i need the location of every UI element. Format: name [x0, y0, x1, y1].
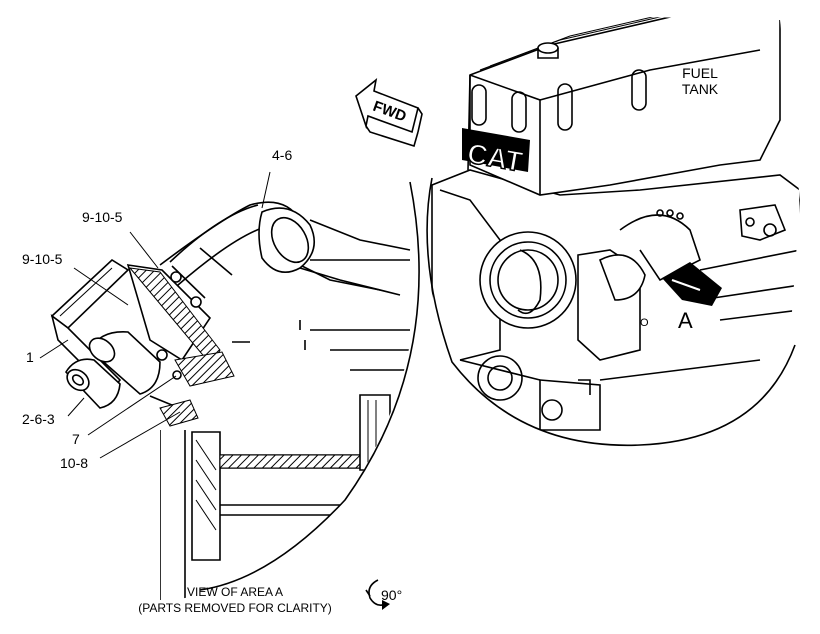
caption-line1: VIEW OF AREA A: [187, 585, 283, 599]
leader-lines: [39, 171, 271, 459]
detail-view-area-a: [50, 181, 420, 600]
fuel-tank-label-line1: FUEL: [682, 65, 718, 81]
forward-arrow: FWD: [355, 78, 423, 148]
label-hose: 4-6: [272, 147, 292, 163]
engine-assembly: O: [431, 15, 800, 446]
view-letter-a: A: [678, 308, 693, 333]
rotation-icon: [365, 579, 390, 610]
caption-line2: (PARTS REMOVED FOR CLARITY): [138, 601, 332, 615]
svg-text:O: O: [640, 317, 649, 329]
label-bracket: 1: [26, 349, 34, 365]
rotation-label: 90°: [381, 587, 402, 603]
fuel-tank-label-line2: TANK: [682, 81, 719, 97]
label-bolt: 7: [72, 431, 80, 447]
label-valve: 2-6-3: [22, 411, 55, 427]
label-fitting-upper: 9-10-5: [82, 209, 123, 225]
label-fitting-left: 9-10-5: [22, 251, 63, 267]
label-nut: 10-8: [60, 455, 88, 471]
